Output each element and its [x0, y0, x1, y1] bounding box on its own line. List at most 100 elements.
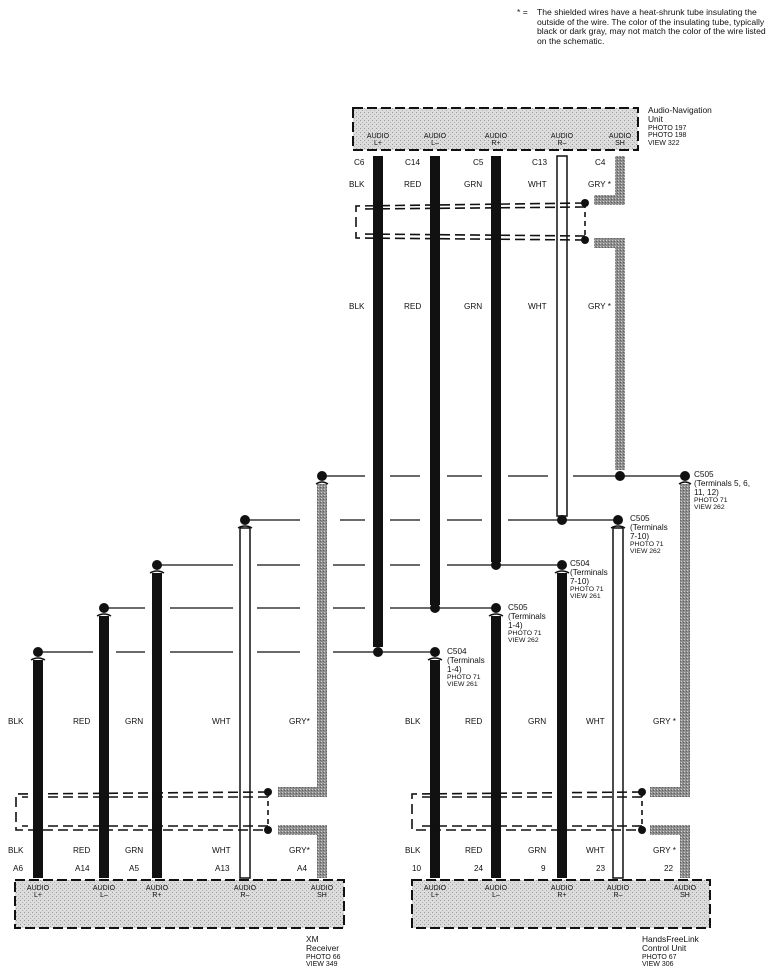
- wire-red-xm: [99, 616, 109, 878]
- xm-terminal: A6: [13, 864, 24, 873]
- wire-color-label: WHT: [528, 180, 547, 189]
- wire-color-label: GRN: [528, 846, 547, 855]
- wire-color-label: RED: [465, 846, 483, 855]
- wire-color-label: WHT: [528, 302, 547, 311]
- wire-color-label: RED: [465, 717, 483, 726]
- wire-color-label: BLK: [8, 846, 24, 855]
- xm-terminal: A14: [75, 864, 90, 873]
- splice-dots: [33, 471, 690, 657]
- hfl-terminal: 9: [541, 864, 546, 873]
- wire-wht-nav: [556, 155, 568, 517]
- wire-blk-xm: [33, 660, 43, 878]
- note-symbol: * =: [517, 7, 528, 17]
- shield-xm: [15, 791, 269, 831]
- wire-color-label: BLK: [349, 180, 365, 189]
- wire-wht-hfl: [612, 527, 624, 879]
- connector-caps: [30, 481, 692, 661]
- shield-top: [355, 202, 586, 241]
- xm-receiver-unit-box: [14, 879, 345, 929]
- wire-color-label: BLK: [8, 717, 24, 726]
- wire-gry-xm: [278, 484, 327, 878]
- hfl-terminal: 10: [412, 864, 422, 873]
- unit-name-line2: Unit: [648, 114, 663, 125]
- wire-color-label: GRN: [125, 846, 144, 855]
- wire-color-label: GRY*: [289, 717, 310, 726]
- xm-terminal: A5: [129, 864, 140, 873]
- wire-blk-nav: [373, 156, 383, 647]
- unit-name: Audio-Navigation: [648, 105, 712, 115]
- wire-color-label: RED: [404, 180, 422, 189]
- nav-terminal: C4: [595, 158, 606, 167]
- wire-color-label: WHT: [586, 717, 605, 726]
- wire-color-label: GRY *: [588, 180, 611, 189]
- hfl-terminal: 22: [664, 864, 674, 873]
- nav-terminal: C14: [405, 158, 421, 167]
- wire-color-label: GRY *: [653, 717, 676, 726]
- wire-gry-nav: [594, 156, 625, 470]
- audio-nav-unit-label: Audio-Navigation Unit PHOTO 197 PHOTO 19…: [648, 105, 712, 148]
- wire-color-label: GRN: [125, 717, 144, 726]
- wire-red-nav: [430, 156, 440, 605]
- hfl-terminal: 23: [596, 864, 606, 873]
- wire-blk-hfl: [430, 660, 440, 878]
- hfl-terminal: 24: [474, 864, 484, 873]
- audio-nav-unit-box: [352, 107, 639, 151]
- wire-color-label: GRN: [528, 717, 547, 726]
- wire-color-label: WHT: [212, 846, 231, 855]
- photo-ref: PHOTO 197: [648, 124, 687, 132]
- wire-color-label: RED: [73, 717, 91, 726]
- wire-color-label: GRY*: [289, 846, 310, 855]
- wire-color-label: BLK: [349, 302, 365, 311]
- shield-hfl: [411, 791, 643, 831]
- wire-color-label: GRN: [464, 302, 483, 311]
- wire-color-label: GRY *: [588, 302, 611, 311]
- wire-grn-nav: [491, 156, 501, 562]
- wire-grn-hfl: [557, 573, 567, 878]
- photo-ref: PHOTO 198: [648, 132, 687, 140]
- wire-wht-xm: [239, 527, 251, 879]
- xm-receiver-unit-label: XM Receiver PHOTO 66 VIEW 349: [306, 934, 341, 969]
- wire-color-label: GRY *: [653, 846, 676, 855]
- nav-terminal: C6: [354, 158, 365, 167]
- note-text: The shielded wires have a heat-shrunk tu…: [537, 7, 766, 46]
- wire-color-label: BLK: [405, 717, 421, 726]
- nav-terminal: C5: [473, 158, 484, 167]
- wire-color-label: RED: [73, 846, 91, 855]
- wire-color-label: WHT: [586, 846, 605, 855]
- shielded-wire-note: * = The shielded wires have a heat-shrun…: [517, 7, 767, 46]
- xm-terminal: A4: [297, 864, 308, 873]
- wire-color-label: RED: [404, 302, 422, 311]
- wire-color-label: BLK: [405, 846, 421, 855]
- nav-terminal: C13: [532, 158, 548, 167]
- wire-red-hfl: [491, 616, 501, 878]
- splice-lines: [38, 475, 685, 653]
- hfl-unit-box: [411, 879, 711, 929]
- wire-grn-xm: [152, 573, 162, 878]
- view-ref: VIEW 322: [648, 140, 680, 147]
- xm-terminal: A13: [215, 864, 230, 873]
- wire-color-label: WHT: [212, 717, 231, 726]
- hfl-unit-label: HandsFreeLink Control Unit PHOTO 67 VIEW…: [642, 934, 699, 969]
- wire-gry-hfl: [650, 484, 690, 878]
